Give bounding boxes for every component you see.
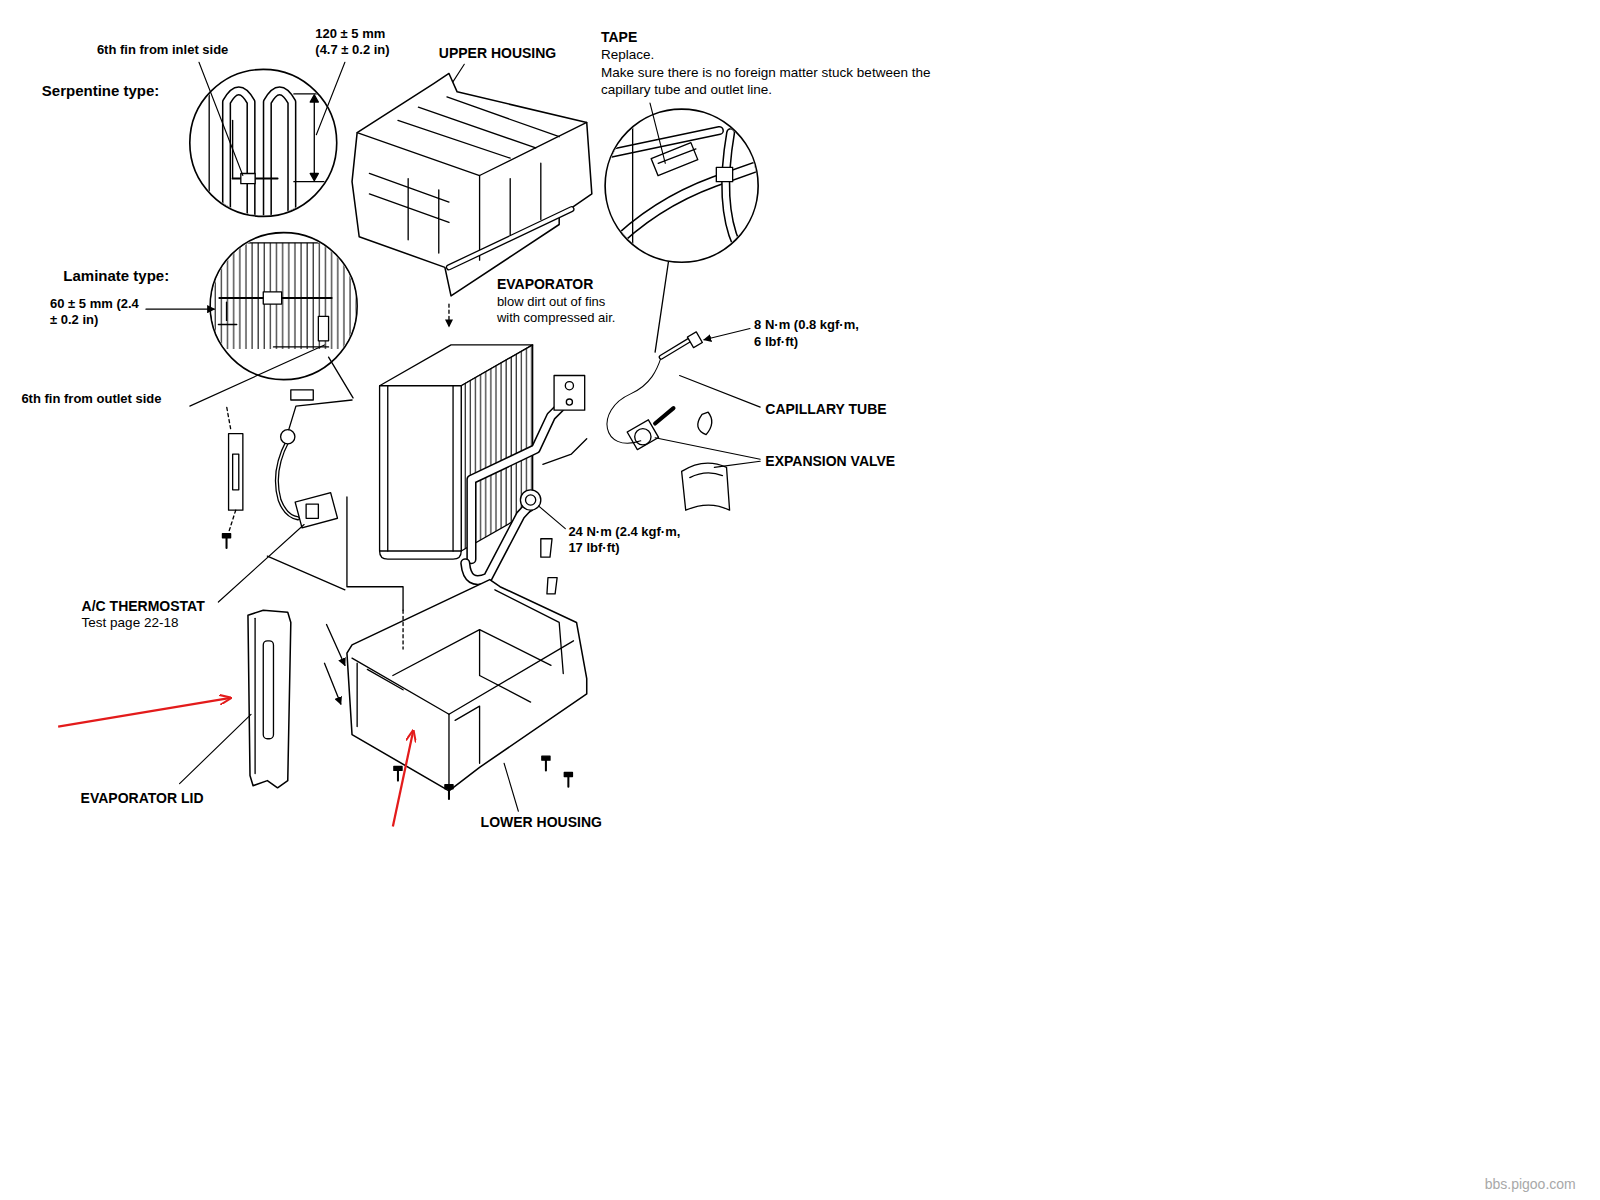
note-holder: Make sure there is no foreign matter stu… <box>601 65 953 99</box>
dimension: 60 ± 5 mm (2.4 ± 0.2 in) <box>50 296 140 329</box>
detail-heading-holder: Serpentine type: <box>42 82 160 101</box>
part-name-holder: TAPE <box>601 29 637 47</box>
note: blow dirt out of fins with compressed ai… <box>497 294 625 327</box>
part-name-holder: EVAPORATOR LID <box>81 790 204 808</box>
part-name-holder: EXPANSION VALVE <box>765 453 895 471</box>
part-name: TAPE <box>601 29 637 47</box>
note-holder: Replace. <box>601 47 654 64</box>
note-holder: blow dirt out of fins with compressed ai… <box>497 294 625 327</box>
detail-heading: Laminate type: <box>63 267 169 286</box>
torque-spec: 24 N·m (2.4 kgf·m, 17 lbf·ft) <box>568 524 688 557</box>
torque-spec-holder: 8 N·m (0.8 kgf·m, 6 lbf·ft) <box>754 317 866 350</box>
part-name-holder: UPPER HOUSING <box>439 45 556 63</box>
part-name: CAPILLARY TUBE <box>765 401 886 419</box>
note-holder: Test page 22-18 <box>82 615 179 632</box>
detail-note: 6th fin from inlet side <box>97 42 228 58</box>
detail-heading: Serpentine type: <box>42 82 160 101</box>
watermark: bbs.pigoo.com <box>1485 1176 1576 1194</box>
part-name-holder: A/C THERMOSTAT <box>82 598 205 616</box>
note: Replace. <box>601 47 654 64</box>
note: Make sure there is no foreign matter stu… <box>601 65 953 99</box>
dimension-holder: 60 ± 5 mm (2.4 ± 0.2 in) <box>50 296 140 329</box>
part-name: EVAPORATOR LID <box>81 790 204 808</box>
part-name: LOWER HOUSING <box>481 814 602 832</box>
detail-note: 6th fin from outlet side <box>21 391 161 407</box>
part-name-holder: CAPILLARY TUBE <box>765 401 886 419</box>
part-name-holder: EVAPORATOR <box>497 276 593 294</box>
watermark-holder: bbs.pigoo.com <box>1485 1176 1576 1194</box>
part-name: UPPER HOUSING <box>439 45 556 63</box>
dimension: 120 ± 5 mm (4.7 ± 0.2 in) <box>315 26 405 59</box>
detail-note-holder: 6th fin from outlet side <box>21 391 161 407</box>
note: Test page 22-18 <box>82 615 179 632</box>
part-name: EVAPORATOR <box>497 276 593 294</box>
part-name: EXPANSION VALVE <box>765 453 895 471</box>
torque-spec: 8 N·m (0.8 kgf·m, 6 lbf·ft) <box>754 317 866 350</box>
dimension-holder: 120 ± 5 mm (4.7 ± 0.2 in) <box>315 26 405 59</box>
detail-heading-holder: Laminate type: <box>63 267 169 286</box>
part-name: A/C THERMOSTAT <box>82 598 205 616</box>
part-name-holder: LOWER HOUSING <box>481 814 602 832</box>
torque-spec-holder: 24 N·m (2.4 kgf·m, 17 lbf·ft) <box>568 524 688 557</box>
detail-note-holder: 6th fin from inlet side <box>97 42 228 58</box>
